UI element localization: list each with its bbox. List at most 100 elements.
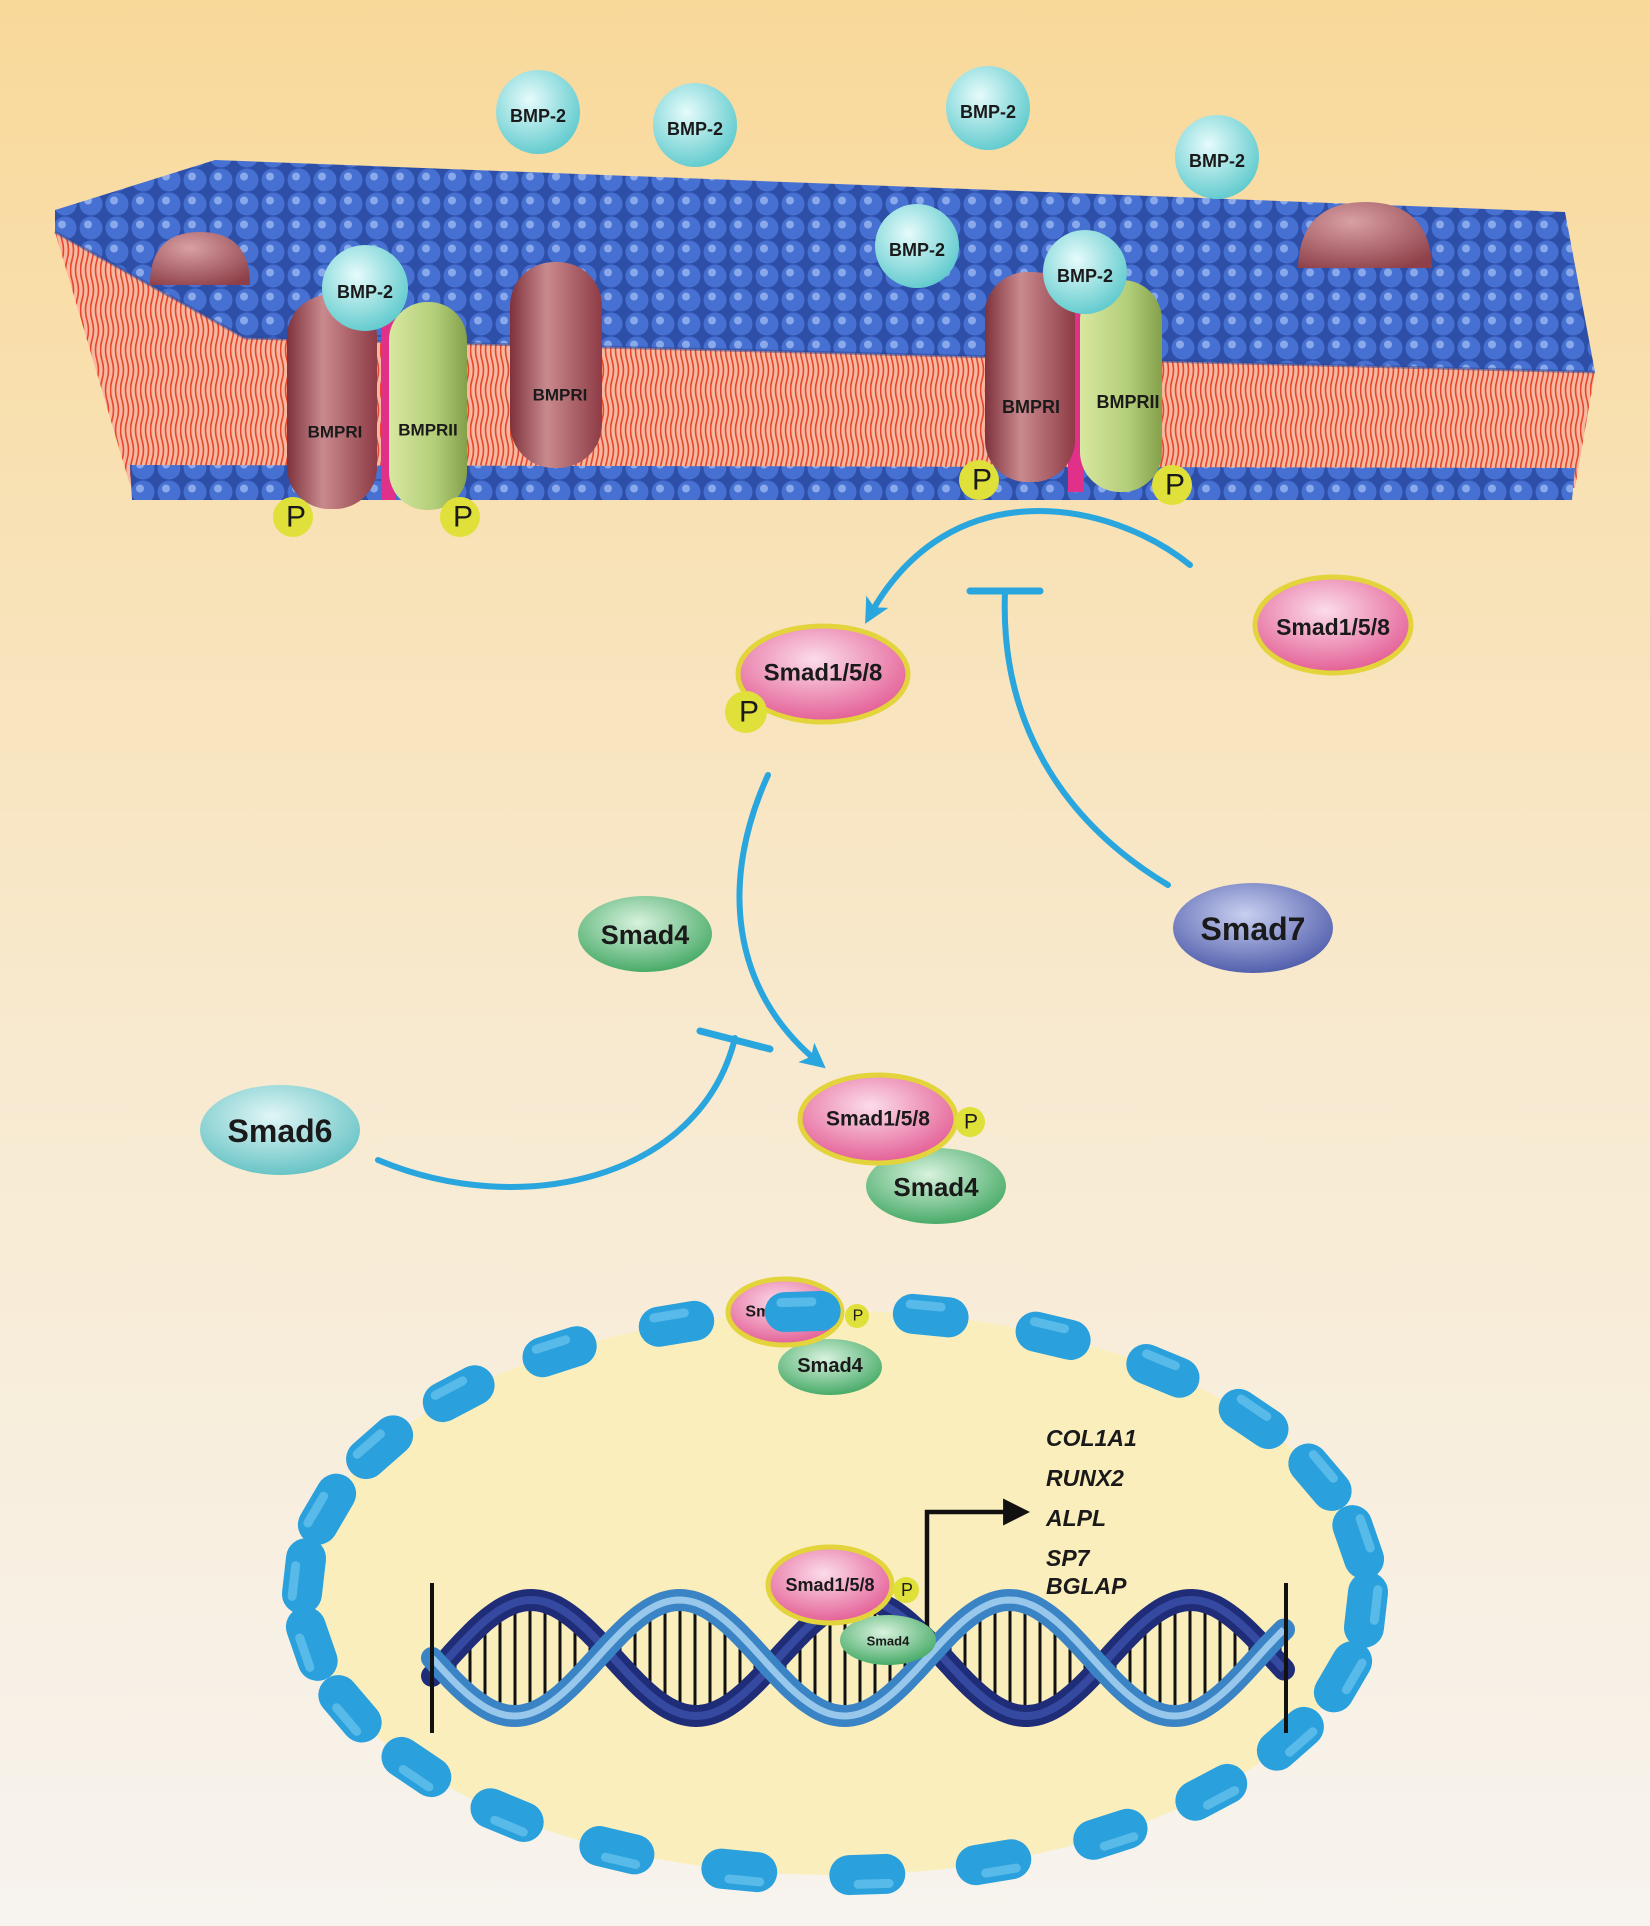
smad158-dna-shape <box>765 1544 895 1626</box>
smad7-shape <box>1173 883 1333 973</box>
smad4-complex-label: Smad4 <box>893 1172 979 1202</box>
nuclear-pore-segment <box>829 1853 906 1896</box>
smad-complex-cytoplasm: Smad4 Smad1/5/8 P <box>797 1072 1006 1224</box>
transcription-arrow <box>924 1498 1031 1640</box>
bmp2-free-2 <box>653 83 737 167</box>
nuclear-envelope <box>281 1300 1389 1896</box>
smad158-free: Smad1/5/8 <box>1252 574 1414 676</box>
bmpr1-middle <box>510 262 602 468</box>
smad6-label: Smad6 <box>228 1113 333 1149</box>
smad158-dna-label: Smad1/5/8 <box>785 1575 874 1595</box>
nuclear-pore-segment <box>422 1365 495 1423</box>
smad158-free-shape <box>1252 574 1414 676</box>
smad4-complex-shape <box>866 1148 1006 1224</box>
nuclear-pore-segment <box>955 1839 1032 1886</box>
nuclear-pore-segment <box>1288 1443 1352 1511</box>
smad4-free: Smad4 <box>578 896 712 972</box>
arrow-complex-formation <box>736 772 826 1069</box>
nuclear-pore-segment <box>285 1606 338 1681</box>
target-gene-alpl: ALPL <box>1045 1505 1106 1531</box>
bmpr1-middle-label: BMPRI <box>533 386 588 405</box>
bmp2-free-2-label: BMP-2 <box>667 119 723 139</box>
bmpr1-right <box>985 272 1075 482</box>
phospho-complex <box>955 1107 985 1137</box>
smad158-p-label: Smad1/5/8 <box>764 660 883 687</box>
phospho-left-1-label: P <box>286 501 306 534</box>
phospho-right-2-label: P <box>1165 469 1185 502</box>
smad4-dna-label: Smad4 <box>867 1634 910 1649</box>
nuclear-pore-segment <box>1175 1763 1248 1821</box>
nuclear-pore-segment <box>579 1826 655 1875</box>
smad7-label: Smad7 <box>1201 911 1306 947</box>
nuclear-envelope-front <box>764 1290 969 1338</box>
smad4-entry-label: Smad4 <box>797 1355 863 1377</box>
bmp2-free-4-label: BMP-2 <box>1189 151 1245 171</box>
lipid-heads-bottom <box>130 465 1575 500</box>
nuclear-pore-segment <box>1073 1808 1148 1860</box>
phospho-dna <box>893 1577 919 1603</box>
nuclear-pore-segment <box>764 1290 841 1333</box>
bmp2-free-1 <box>496 70 580 154</box>
bmpr2-left <box>389 302 467 510</box>
bmp2-bound-left <box>322 245 408 331</box>
nuclear-pore-segment <box>281 1538 327 1614</box>
bmp2-bound-left-label: BMP-2 <box>337 282 393 302</box>
nuclear-pore-segment <box>701 1848 778 1893</box>
bmp2-free-5-label: BMP-2 <box>889 240 945 260</box>
bmpr1-left-label: BMPRI <box>308 423 363 442</box>
smad-complex-on-dna: Smad4 Smad1/5/8 P <box>765 1544 936 1665</box>
membrane-protein-dome-right <box>1298 202 1432 268</box>
smad4-free-shape <box>578 896 712 972</box>
phospho-left-2 <box>440 497 480 537</box>
nuclear-pore-segment <box>1126 1344 1200 1398</box>
bmpr2-right <box>1080 280 1162 492</box>
phospho-right-1 <box>959 460 999 500</box>
nuclear-pore-segment <box>892 1293 969 1338</box>
bmp2-free-1-label: BMP-2 <box>510 106 566 126</box>
phospho-smad158-label: P <box>739 696 759 729</box>
smad6-inhibition-line <box>375 1035 738 1190</box>
nuclear-pore-segment <box>1343 1572 1389 1648</box>
nuclear-pore-segment <box>346 1415 414 1480</box>
free-bmp2-ligands: BMP-2 BMP-2 BMP-2 BMP-2 BMP-2 <box>496 66 1259 288</box>
receptor-complex-right: BMPRI BMPRII BMP-2 P P <box>959 230 1192 505</box>
nuclear-pore-segment <box>297 1473 357 1545</box>
bmpr1-left <box>287 295 377 509</box>
smad7-inhibition-line <box>1001 589 1171 888</box>
phospho-left-1 <box>273 497 313 537</box>
phospho-complex-label: P <box>964 1111 978 1134</box>
smad158-p-shape <box>735 623 911 725</box>
smad4-free-label: Smad4 <box>601 920 690 950</box>
nuclear-pore-segment <box>470 1788 544 1842</box>
receptor-complex-left: BMPRI BMPRII BMP-2 P P <box>273 245 480 537</box>
receptor-middle: BMPRI <box>510 262 602 468</box>
nuclear-pore-segment <box>1256 1706 1324 1771</box>
bmp2-free-4 <box>1175 115 1259 199</box>
pathway-arrows <box>375 508 1193 1190</box>
smad6: Smad6 <box>200 1085 360 1175</box>
nuclear-pore-segment <box>318 1675 382 1743</box>
phospho-left-2-label: P <box>453 501 473 534</box>
nuclear-pore-segment <box>1332 1505 1385 1580</box>
target-gene-bglap: BGLAP <box>1046 1573 1127 1599</box>
arrow-phosphorylation <box>865 508 1193 624</box>
bmp2-free-5 <box>875 204 959 288</box>
bmpr2-left-label: BMPRII <box>398 421 458 440</box>
target-gene-sp7: SP7 <box>1046 1545 1091 1571</box>
bmpr1-right-label: BMPRI <box>1002 397 1060 417</box>
smad7: Smad7 <box>1173 883 1333 973</box>
nuclear-pore-segment <box>1218 1388 1289 1450</box>
nuclear-pore-segment <box>381 1736 452 1798</box>
smad4-entry-shape <box>778 1339 882 1395</box>
bmp2-free-3 <box>946 66 1030 150</box>
phospho-dna-label: P <box>901 1580 913 1600</box>
smad6-shape <box>200 1085 360 1175</box>
target-gene-col1a1: COL1A1 <box>1046 1425 1137 1451</box>
bmp2-bound-right <box>1043 230 1127 314</box>
nuclear-pore-segment <box>1313 1641 1373 1713</box>
bmpr2-right-label: BMPRII <box>1097 392 1160 412</box>
smad4-dna-shape <box>840 1615 936 1665</box>
bmp2-bound-right-label: BMP-2 <box>1057 266 1113 286</box>
